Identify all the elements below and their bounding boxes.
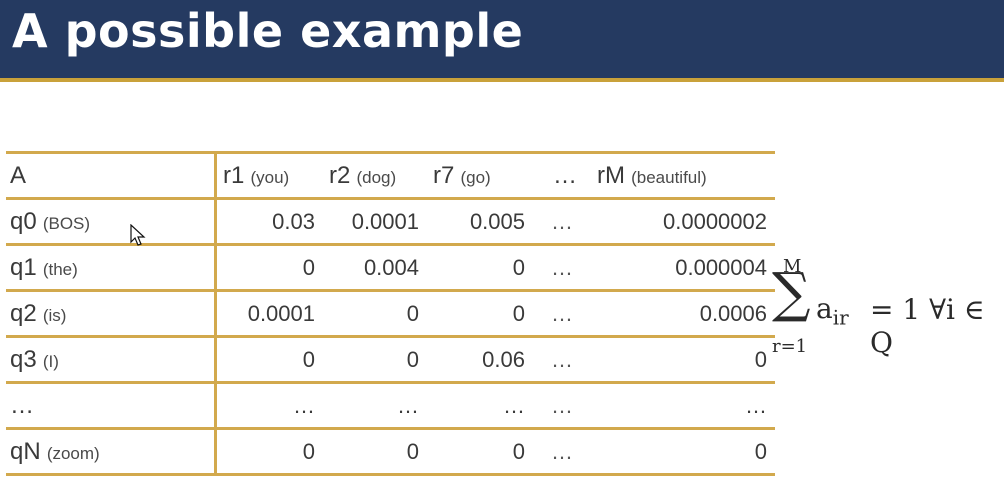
matrix-cell: 0: [427, 244, 533, 292]
matrix-cell: 0: [591, 336, 775, 384]
matrix-cell: 0: [323, 428, 427, 476]
table-row: qN (zoom) 0 0 0 … 0: [6, 428, 775, 476]
matrix-cell: 0: [427, 428, 533, 476]
matrix-cell: 0.0006: [591, 290, 775, 338]
matrix-cell: …: [533, 244, 591, 292]
row-header: qN (zoom): [6, 428, 217, 476]
slide-title: A possible example: [12, 4, 524, 58]
matrix-cell: 0: [215, 244, 323, 292]
table-row: … … … … … …: [6, 382, 775, 430]
matrix-cell: 0: [215, 428, 323, 476]
matrix-cell: …: [427, 382, 533, 430]
matrix-cell: 0.0001: [215, 290, 323, 338]
matrix-cell: 0.0000002: [591, 198, 775, 246]
table-row: q2 (is) 0.0001 0 0 … 0.0006: [6, 290, 775, 338]
row-sum-formula: M ∑ r=1 air = 1 ∀i ∈ Q: [770, 256, 1000, 366]
title-bar: A possible example: [0, 0, 1004, 82]
table-row: q3 (I) 0 0 0.06 … 0: [6, 336, 775, 384]
table-row: q0 (BOS) 0.03 0.0001 0.005 … 0.0000002: [6, 198, 775, 246]
matrix-cell: …: [533, 382, 591, 430]
corner-label: A: [6, 151, 217, 200]
sum-lower-limit: r=1: [772, 336, 808, 357]
matrix-cell: …: [533, 290, 591, 338]
sum-term: air: [816, 292, 849, 330]
matrix-cell: 0.000004: [591, 244, 775, 292]
matrix-cell: 0.004: [323, 244, 427, 292]
matrix-cell: 0: [591, 428, 775, 476]
matrix-cell: …: [215, 382, 323, 430]
matrix-cell: 0: [427, 290, 533, 338]
matrix-cell: …: [323, 382, 427, 430]
row-header: q0 (BOS): [6, 198, 217, 246]
matrix-cell: 0.03: [215, 198, 323, 246]
col-header: …: [533, 151, 591, 200]
matrix-cell: …: [533, 428, 591, 476]
matrix-cell: 0.0001: [323, 198, 427, 246]
col-header: r7 (go): [427, 151, 533, 200]
matrix-cell: …: [591, 382, 775, 430]
formula-rest: = 1 ∀i ∈ Q: [870, 293, 985, 359]
matrix-cell: …: [533, 336, 591, 384]
col-header: r1 (you): [215, 151, 323, 200]
matrix-cell: 0.005: [427, 198, 533, 246]
sum-upper-limit: M: [783, 256, 802, 277]
matrix-cell: 0: [323, 290, 427, 338]
sigma-symbol: ∑: [772, 261, 811, 324]
matrix-cell: …: [533, 198, 591, 246]
mouse-cursor-icon: [130, 224, 146, 246]
transition-matrix: A r1 (you) r2 (dog) r7 (go) … rM (beauti…: [6, 151, 775, 476]
row-header: q1 (the): [6, 244, 217, 292]
col-header: rM (beautiful): [591, 151, 775, 200]
table-row: q1 (the) 0 0.004 0 … 0.000004: [6, 244, 775, 292]
row-header: q3 (I): [6, 336, 217, 384]
matrix-cell: 0: [323, 336, 427, 384]
row-header: …: [6, 382, 217, 430]
row-header: q2 (is): [6, 290, 217, 338]
col-header: r2 (dog): [323, 151, 427, 200]
matrix-cell: 0: [215, 336, 323, 384]
matrix-cell: 0.06: [427, 336, 533, 384]
header-row: A r1 (you) r2 (dog) r7 (go) … rM (beauti…: [6, 151, 775, 200]
